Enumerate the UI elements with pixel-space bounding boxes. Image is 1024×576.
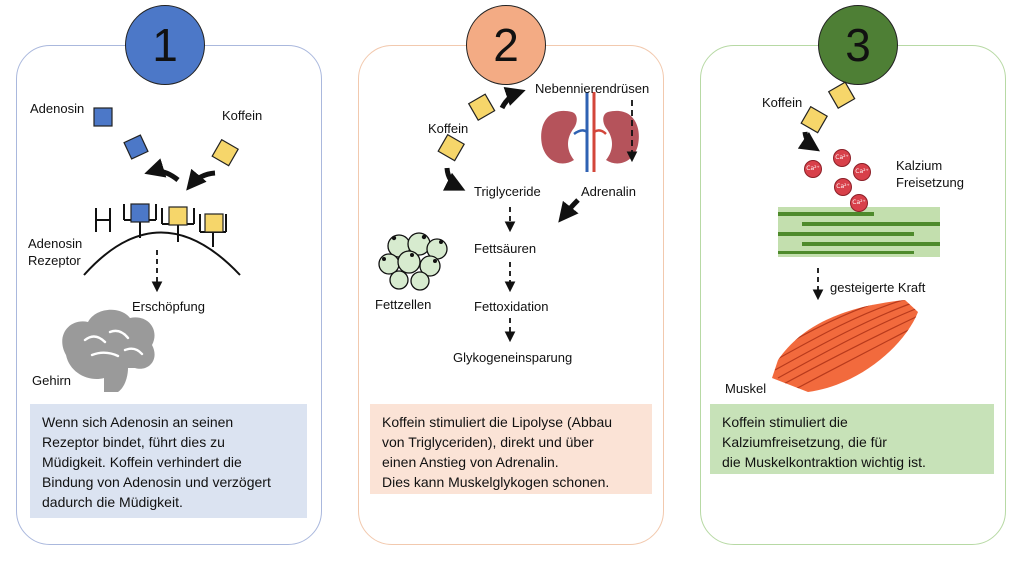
curved-arrow xyxy=(443,167,466,191)
label-erschoepfung: Erschöpfung xyxy=(132,299,205,314)
note-line: Koffein stimuliert die Lipolyse (Abbau xyxy=(382,414,613,430)
calcium-ion-icon: Ca²⁺ xyxy=(833,149,851,167)
note-line: Koffein stimuliert die xyxy=(722,414,848,430)
note-line: Bindung von Adenosin und verzögert xyxy=(42,474,271,490)
label-fettsaeuren: Fettsäuren xyxy=(474,241,537,256)
adenosin-square xyxy=(130,203,150,223)
muscle-icon xyxy=(772,300,918,392)
curved-arrow xyxy=(499,86,526,110)
adenosin-square xyxy=(93,107,113,127)
adenosin-square xyxy=(123,134,149,160)
curved-arrow xyxy=(144,158,180,182)
step-badge-1: 1 xyxy=(125,5,205,85)
calcium-ion-icon: Ca²⁺ xyxy=(804,160,822,178)
label-kalzium-line2: Freisetzung xyxy=(896,175,964,190)
label-rezeptor-line1: Adenosin xyxy=(28,236,83,251)
label-gesteigerte-kraft: gesteigerte Kraft xyxy=(830,280,926,295)
curved-arrow xyxy=(186,168,216,191)
myofibril-icon xyxy=(778,207,940,257)
cell-membrane xyxy=(83,231,241,276)
koffein-square xyxy=(800,105,828,134)
label-fettoxidation: Fettoxidation xyxy=(474,299,549,314)
note-kalzium: Koffein stimuliert die Kalziumfreisetzun… xyxy=(710,404,994,474)
label-adenosin: Adenosin xyxy=(30,101,85,116)
label-nebennierendruesen: Nebennierendrüsen xyxy=(535,81,650,96)
kidney-icon xyxy=(541,92,639,172)
label-fettzellen: Fettzellen xyxy=(375,297,432,312)
label-muskel: Muskel xyxy=(725,381,767,396)
koffein-square xyxy=(211,138,239,167)
label-koffein: Koffein xyxy=(428,121,469,136)
koffein-square xyxy=(204,213,224,233)
calcium-ion-icon: Ca²⁺ xyxy=(834,178,852,196)
note-line: die Muskelkontraktion wichtig ist. xyxy=(722,454,926,470)
note-lipolyse: Koffein stimuliert die Lipolyse (Abbau v… xyxy=(370,404,652,494)
calcium-ion-icon: Ca²⁺ xyxy=(853,163,871,181)
label-koffein: Koffein xyxy=(762,95,803,110)
note-line: dadurch die Müdigkeit. xyxy=(42,494,183,510)
note-line: von Triglyceriden), direkt und über xyxy=(382,434,594,450)
calcium-ion-icon: Ca²⁺ xyxy=(850,194,868,212)
note-line: Kalziumfreisetzung, die für xyxy=(722,434,887,450)
label-glykogeneinsparung: Glykogeneinsparung xyxy=(453,350,573,365)
note-line: Rezeptor bindet, führt dies zu xyxy=(42,434,225,450)
koffein-square xyxy=(437,133,465,162)
fat-cell-nuclei xyxy=(382,234,443,263)
label-adrenalin: Adrenalin xyxy=(581,184,636,199)
note-line: Dies kann Muskelglykogen schonen. xyxy=(382,474,610,490)
koffein-square xyxy=(827,81,856,109)
step-badge-2: 2 xyxy=(466,5,546,85)
note-line: Wenn sich Adenosin an seinen xyxy=(42,414,234,430)
label-rezeptor-line2: Rezeptor xyxy=(28,253,81,268)
label-gehirn: Gehirn xyxy=(32,373,72,388)
curved-arrow xyxy=(558,198,580,223)
note-adenosin: Wenn sich Adenosin an seinen Rezeptor bi… xyxy=(30,404,307,518)
koffein-square xyxy=(467,93,496,121)
brain-icon xyxy=(62,309,155,392)
note-line: einen Anstieg von Adrenalin. xyxy=(382,454,559,470)
label-kalzium-line1: Kalzium xyxy=(896,158,943,173)
label-koffein: Koffein xyxy=(222,108,263,123)
label-triglyceride: Triglyceride xyxy=(474,184,541,199)
curved-arrow xyxy=(797,131,820,152)
note-line: Müdigkeit. Koffein verhindert die xyxy=(42,454,242,470)
koffein-square xyxy=(168,206,188,226)
step-badge-3: 3 xyxy=(818,5,898,85)
